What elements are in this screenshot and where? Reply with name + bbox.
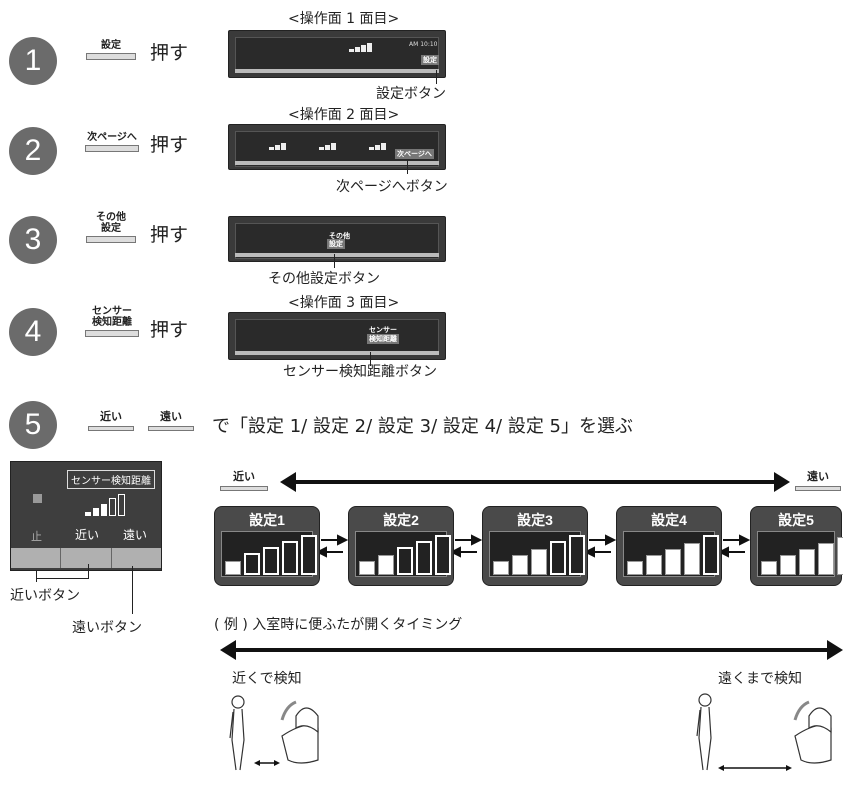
near-button-label: 近い xyxy=(100,410,122,423)
panel-title-3: <操作面 3 面目> xyxy=(288,295,400,311)
remote-indicator xyxy=(33,494,42,503)
panel4-sensor-line1: センサー xyxy=(369,326,397,334)
scale-far-label: 遠い xyxy=(807,470,829,483)
setting-2-label: 設定2 xyxy=(383,512,419,528)
step-number-1: 1 xyxy=(9,37,57,85)
far-detect-label: 遠くまで検知 xyxy=(718,671,802,687)
other-settings-label-line2: 設定 xyxy=(101,223,121,234)
callout-next-page-button: 次ページへボタン xyxy=(336,179,448,195)
far-button-caption: 遠いボタン xyxy=(72,620,142,636)
remote-key-row xyxy=(11,548,161,568)
near-detect-label: 近くで検知 xyxy=(232,671,302,687)
near-button-caption: 近いボタン xyxy=(10,588,80,604)
next-page-button-label: 次ページへ xyxy=(87,132,137,143)
control-panel-4: センサー 検知距離 xyxy=(228,312,446,360)
step-number-2: 2 xyxy=(9,127,57,175)
setting-4-label: 設定4 xyxy=(651,512,687,528)
step4-action: 押す xyxy=(150,319,189,341)
step2-action: 押す xyxy=(150,134,189,156)
settings-button-label: 設定 xyxy=(101,40,121,51)
settings-button-icon: 設定 xyxy=(86,40,136,60)
panel1-clock: AM 10:10 xyxy=(409,41,438,48)
near-button-icon: 近い xyxy=(88,408,134,431)
remote-level-bars xyxy=(85,494,125,516)
panel3-other-line2: 設定 xyxy=(327,239,345,249)
remote-near-text: 近い xyxy=(75,528,100,542)
panel4-sensor-line2: 検知距離 xyxy=(367,334,399,344)
remote-header: センサー検知距離 xyxy=(67,470,155,489)
setting-card-2: 設定2 xyxy=(348,506,454,586)
setting-1-label: 設定1 xyxy=(249,512,285,528)
panel2-next-page-key: 次ページへ xyxy=(395,149,434,159)
remote-stop: 止 xyxy=(31,530,42,543)
sensor-label-line2: 検知距離 xyxy=(92,317,132,328)
step-number-5: 5 xyxy=(9,401,57,449)
panel3-other-line1: その他 xyxy=(329,232,350,240)
panel-title-2: <操作面 2 面目> xyxy=(288,107,400,123)
step-number-3: 3 xyxy=(9,216,57,264)
remote-closeup: センサー検知距離 止 近い 遠い xyxy=(10,461,162,571)
sensor-distance-button-icon: センサー 検知距離 xyxy=(84,306,140,337)
example-caption: ( 例 ) 入室時に便ふたが開くタイミング xyxy=(214,617,463,633)
control-panel-3: その他 設定 xyxy=(228,216,446,262)
step5-instruction: で「設定 1/ 設定 2/ 設定 3/ 設定 4/ 設定 5」を選ぶ xyxy=(212,416,634,437)
setting-card-3: 設定3 xyxy=(482,506,588,586)
remote-far-text: 遠い xyxy=(123,528,148,542)
next-page-button-icon: 次ページへ xyxy=(84,132,140,152)
scale-far-button: 遠い xyxy=(795,468,841,491)
other-settings-label-line1: その他 xyxy=(96,212,126,223)
control-panel-1: AM 10:10 設定 xyxy=(228,30,446,78)
far-button-icon: 遠い xyxy=(148,408,194,431)
setting-card-5: 設定5 xyxy=(750,506,843,586)
setting-3-label: 設定3 xyxy=(517,512,553,528)
callout-sensor-distance-button: センサー検知距離ボタン xyxy=(283,364,437,380)
step3-action: 押す xyxy=(150,224,189,246)
scale-near-button: 近い xyxy=(220,468,268,491)
far-button-label: 遠い xyxy=(160,410,182,423)
callout-other-settings-button: その他設定ボタン xyxy=(268,271,380,287)
step1-action: 押す xyxy=(150,42,189,64)
scale-near-label: 近い xyxy=(233,470,255,483)
panel-title-1: <操作面 1 面目> xyxy=(288,11,400,27)
other-settings-button-icon: その他 設定 xyxy=(86,212,136,243)
panel1-settings-key: 設定 xyxy=(421,55,439,65)
setting-5-label: 設定5 xyxy=(778,512,814,528)
sensor-label-line1: センサー xyxy=(92,306,132,317)
remote-stop-key[interactable] xyxy=(11,548,62,568)
callout-settings-button: 設定ボタン xyxy=(376,86,446,102)
step-number-4: 4 xyxy=(9,308,57,356)
remote-near-key[interactable] xyxy=(61,548,112,568)
setting-card-4: 設定4 xyxy=(616,506,722,586)
control-panel-2: 次ページへ xyxy=(228,124,446,170)
setting-card-1: 設定1 xyxy=(214,506,320,586)
